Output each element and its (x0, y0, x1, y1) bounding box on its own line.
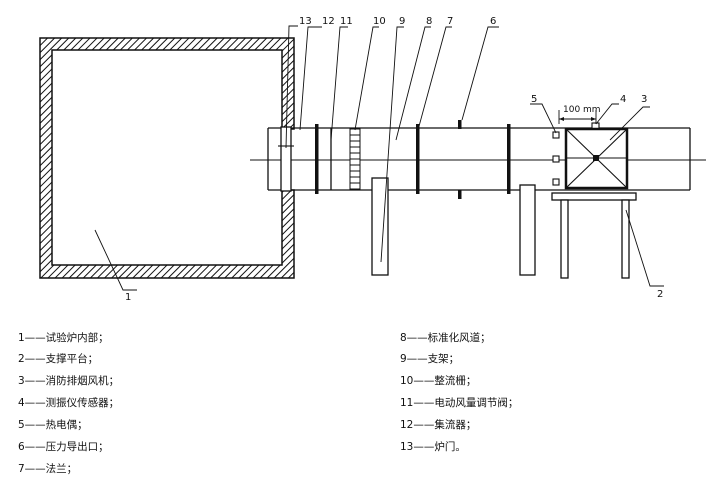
smoke-exhaust-fan (564, 127, 629, 190)
callout-3: 3 (641, 94, 647, 105)
callout-12: 12 (322, 16, 335, 27)
leader-5 (530, 103, 557, 134)
dimension-100mm: 100 mm (558, 105, 601, 124)
callout-4: 4 (620, 94, 626, 105)
leader-1 (94, 229, 137, 291)
leader-4 (595, 103, 619, 125)
support-stand (371, 177, 389, 276)
callout-2: 2 (657, 289, 663, 300)
callout-10: 10 (373, 16, 386, 27)
callout-numbers: 13 12 11 10 9 8 7 6 5 4 3 2 1 (125, 16, 663, 303)
flanges (315, 124, 511, 194)
legend-item-9: 9——支架； (400, 353, 460, 365)
callout-11: 11 (340, 16, 353, 27)
leader-13 (285, 25, 298, 149)
leader-8 (395, 26, 431, 141)
callout-5: 5 (531, 94, 537, 105)
duct-support-post (519, 184, 536, 276)
legend-item-10: 10——整流栅； (400, 375, 477, 387)
support-platform (551, 192, 637, 279)
leader-2 (625, 209, 664, 287)
thermocouples (552, 131, 560, 186)
legend-item-4: 4——测振仪传感器； (18, 397, 120, 409)
callout-13: 13 (299, 16, 312, 27)
leader-6 (461, 26, 499, 121)
callout-9: 9 (399, 16, 405, 27)
leader-3 (609, 106, 650, 141)
pressure-taps (458, 120, 462, 199)
callout-8: 8 (426, 16, 432, 27)
legend-item-3: 3——消防排烟风机； (18, 375, 120, 387)
leader-11 (330, 26, 348, 141)
leader-9 (380, 26, 404, 263)
flow-straightener (349, 128, 361, 190)
legend-item-5: 5——热电偶； (18, 419, 88, 431)
legend-item-1: 1——试验炉内部； (18, 332, 109, 344)
leader-lines (94, 25, 664, 291)
leader-7 (417, 26, 452, 131)
callout-6: 6 (490, 16, 496, 27)
legend-item-7: 7——法兰； (18, 463, 78, 475)
leader-12 (299, 26, 322, 131)
leader-10 (354, 26, 379, 131)
legend-item-6: 6——压力导出口； (18, 441, 109, 453)
dimension-label: 100 mm (563, 105, 601, 115)
legend-item-8: 8——标准化风道； (400, 332, 491, 344)
callout-7: 7 (447, 16, 453, 27)
legend-item-13: 13——炉门。 (400, 441, 466, 453)
legend-item-11: 11——电动风量调节阀； (400, 397, 519, 409)
furnace-wall (39, 37, 295, 279)
legend-item-12: 12——集流器； (400, 419, 477, 431)
callout-1: 1 (125, 292, 131, 303)
legend-item-2: 2——支撑平台； (18, 353, 99, 365)
